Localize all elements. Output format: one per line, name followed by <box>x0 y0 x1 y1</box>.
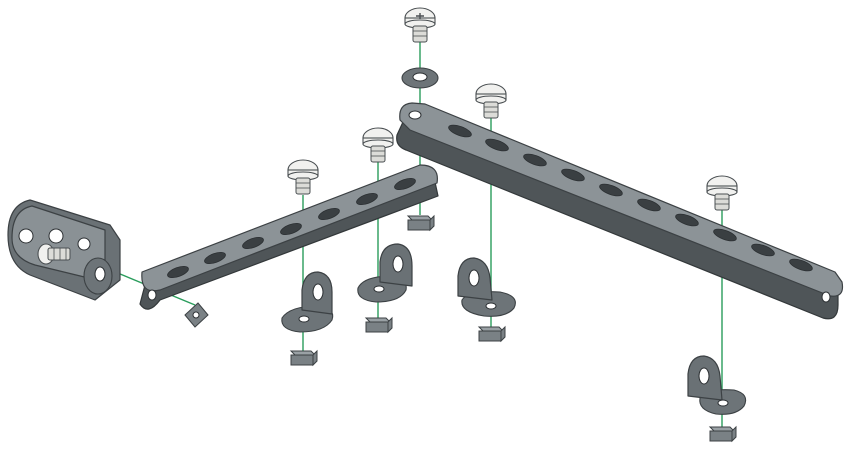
long-strip-side <box>396 121 839 320</box>
screw <box>287 159 319 195</box>
square-nut <box>289 349 318 367</box>
slot <box>356 192 378 206</box>
lug <box>457 257 516 317</box>
slot <box>713 228 737 242</box>
washer <box>401 67 439 89</box>
screw <box>475 83 507 119</box>
slot <box>318 207 340 221</box>
screw <box>404 7 436 43</box>
bracket-face <box>11 205 106 283</box>
washer <box>83 257 113 295</box>
end-hole <box>408 110 422 120</box>
screw <box>706 175 738 211</box>
short-strip-slots <box>167 177 416 279</box>
slot <box>242 236 264 250</box>
square-nut <box>364 316 393 334</box>
end-hole <box>821 291 831 303</box>
slot <box>675 213 699 227</box>
square-nut <box>184 302 209 328</box>
screw <box>37 243 71 265</box>
square-nut <box>477 325 506 343</box>
slot <box>523 153 547 167</box>
angle-bracket <box>7 199 121 301</box>
bracket-hole <box>18 228 34 244</box>
slot <box>485 138 509 152</box>
slot <box>789 258 813 272</box>
long-strip-slots <box>448 124 813 272</box>
slot <box>448 124 472 138</box>
lug <box>357 243 413 303</box>
bracket-hole <box>77 237 91 251</box>
lug <box>687 355 747 415</box>
lug <box>281 271 334 333</box>
slot <box>167 265 189 279</box>
bracket-hole <box>48 228 64 244</box>
slot <box>394 177 416 191</box>
slot <box>561 168 585 182</box>
long-strip <box>396 102 844 320</box>
slot <box>280 222 302 236</box>
screw <box>362 127 394 163</box>
square-nut <box>708 425 737 443</box>
slot <box>599 183 623 197</box>
square-nut <box>406 214 435 232</box>
square-nuts <box>289 214 737 443</box>
slot <box>637 198 661 212</box>
short-strip <box>139 164 439 310</box>
slot <box>204 251 226 265</box>
lugs <box>281 243 747 415</box>
slot <box>751 243 775 257</box>
screws <box>287 7 738 211</box>
short-strip-side <box>139 181 439 310</box>
end-hole <box>147 289 157 301</box>
